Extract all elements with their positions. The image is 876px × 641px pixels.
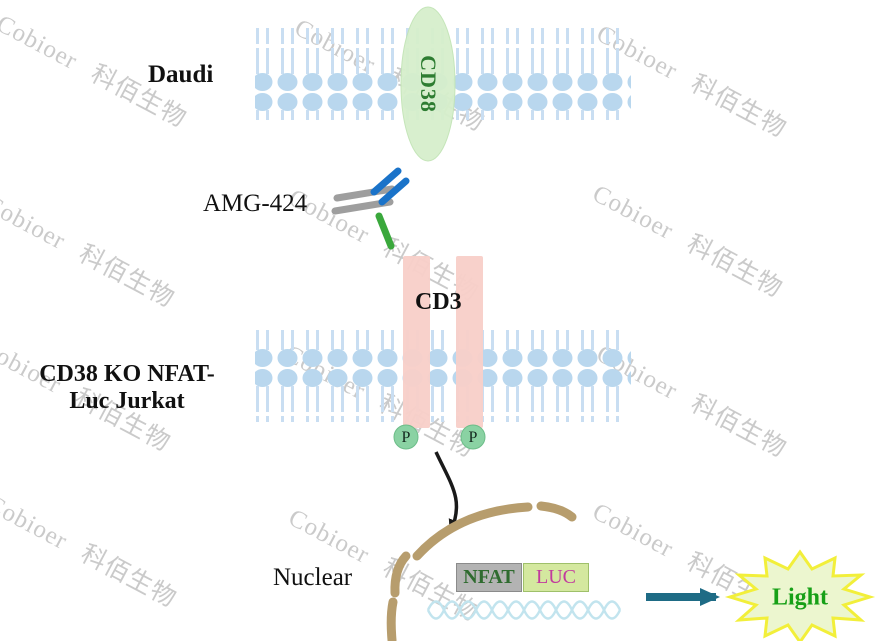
nuclear-label: Nuclear bbox=[273, 564, 353, 591]
amg424-antibody bbox=[331, 167, 410, 250]
light-burst bbox=[724, 549, 876, 641]
nfat-box: NFAT bbox=[456, 563, 522, 592]
luc-box: LUC bbox=[523, 563, 589, 592]
dna-helix bbox=[426, 600, 622, 620]
phospho-label: P bbox=[468, 429, 478, 446]
jurkat-line2: Luc Jurkat bbox=[69, 388, 185, 414]
cd3-label: CD3 bbox=[415, 289, 462, 315]
nfat-label: NFAT bbox=[463, 566, 515, 588]
jurkat-line1: CD38 KO NFAT- bbox=[39, 361, 215, 387]
signal-arrow bbox=[434, 451, 462, 534]
antibody-anti-cd3-arm bbox=[375, 212, 395, 250]
nuclear-envelope-arc bbox=[412, 502, 533, 561]
antibody-anti-cd38-arm bbox=[370, 167, 402, 196]
phosphorylation-site bbox=[393, 424, 419, 450]
luc-label: LUC bbox=[536, 566, 576, 588]
dna-strand bbox=[426, 600, 622, 620]
cd38-label: CD38 bbox=[416, 55, 441, 113]
jurkat-membrane bbox=[255, 330, 631, 422]
phospho-label: P bbox=[401, 429, 411, 446]
light-label: Light bbox=[771, 584, 829, 611]
daudi-label: Daudi bbox=[148, 61, 214, 88]
cd3-receptor-chain bbox=[403, 256, 430, 428]
nuclear-envelope-arc bbox=[390, 551, 411, 598]
cd3-receptor-chain bbox=[456, 256, 483, 428]
nuclear-envelope-arc bbox=[386, 597, 398, 641]
phosphorylation-site bbox=[460, 424, 486, 450]
jurkat-cell-label: CD38 KO NFAT- Luc Jurkat bbox=[14, 361, 240, 415]
antibody-anti-cd38-arm bbox=[378, 177, 410, 206]
cd38-protein bbox=[400, 6, 456, 162]
nuclear-envelope bbox=[386, 501, 577, 641]
antibody-heavy-chain bbox=[333, 185, 396, 202]
amg424-label: AMG-424 bbox=[203, 190, 308, 217]
nuclear-envelope-arc bbox=[536, 501, 577, 522]
